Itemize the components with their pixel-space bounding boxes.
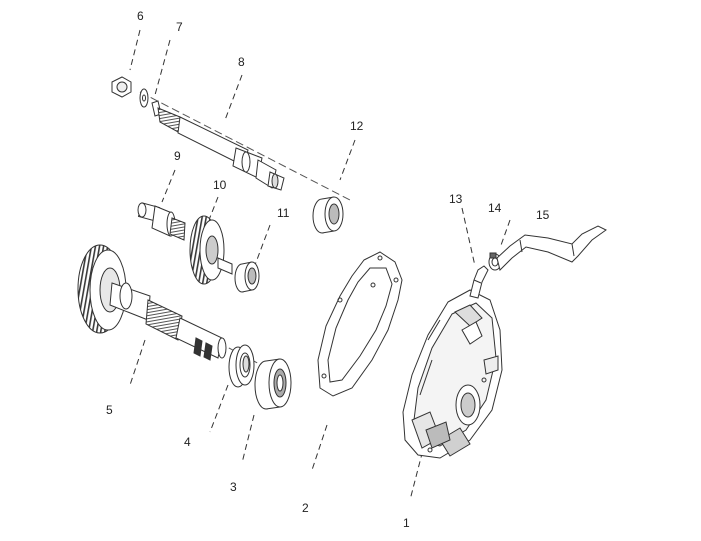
callout-10: 10 (213, 178, 227, 192)
part-5-gear-shaft (77, 244, 227, 361)
callout-9: 9 (174, 149, 181, 163)
callout-14: 14 (488, 201, 502, 215)
callout-3: 3 (230, 480, 237, 494)
part-7-washer (139, 88, 149, 108)
part-15-hose (496, 225, 607, 271)
part-3-bearing (254, 358, 292, 410)
callout-8: 8 (238, 55, 245, 69)
callout-labels: 1 2 3 4 5 6 7 8 9 10 11 12 13 14 15 (106, 9, 550, 530)
callout-2: 2 (302, 501, 309, 515)
callout-6: 6 (137, 9, 144, 23)
callout-5: 5 (106, 403, 113, 417)
callout-4: 4 (184, 435, 191, 449)
part-2-gasket (317, 251, 403, 397)
part-4-seal (228, 344, 255, 388)
part-10-gear (189, 215, 233, 285)
part-8-shaft (151, 100, 285, 191)
part-6-nut (111, 76, 132, 98)
part-9-small-gear (137, 202, 186, 241)
callout-11: 11 (277, 206, 290, 220)
callout-13: 13 (449, 192, 463, 206)
part-1-cover (402, 289, 503, 459)
callout-12: 12 (350, 119, 364, 133)
callout-7: 7 (176, 20, 183, 34)
callout-1: 1 (403, 516, 410, 530)
part-13-fitting (469, 265, 489, 299)
part-12-bearing (312, 196, 344, 234)
part-11-bearing (234, 261, 260, 293)
callout-15: 15 (536, 208, 550, 222)
